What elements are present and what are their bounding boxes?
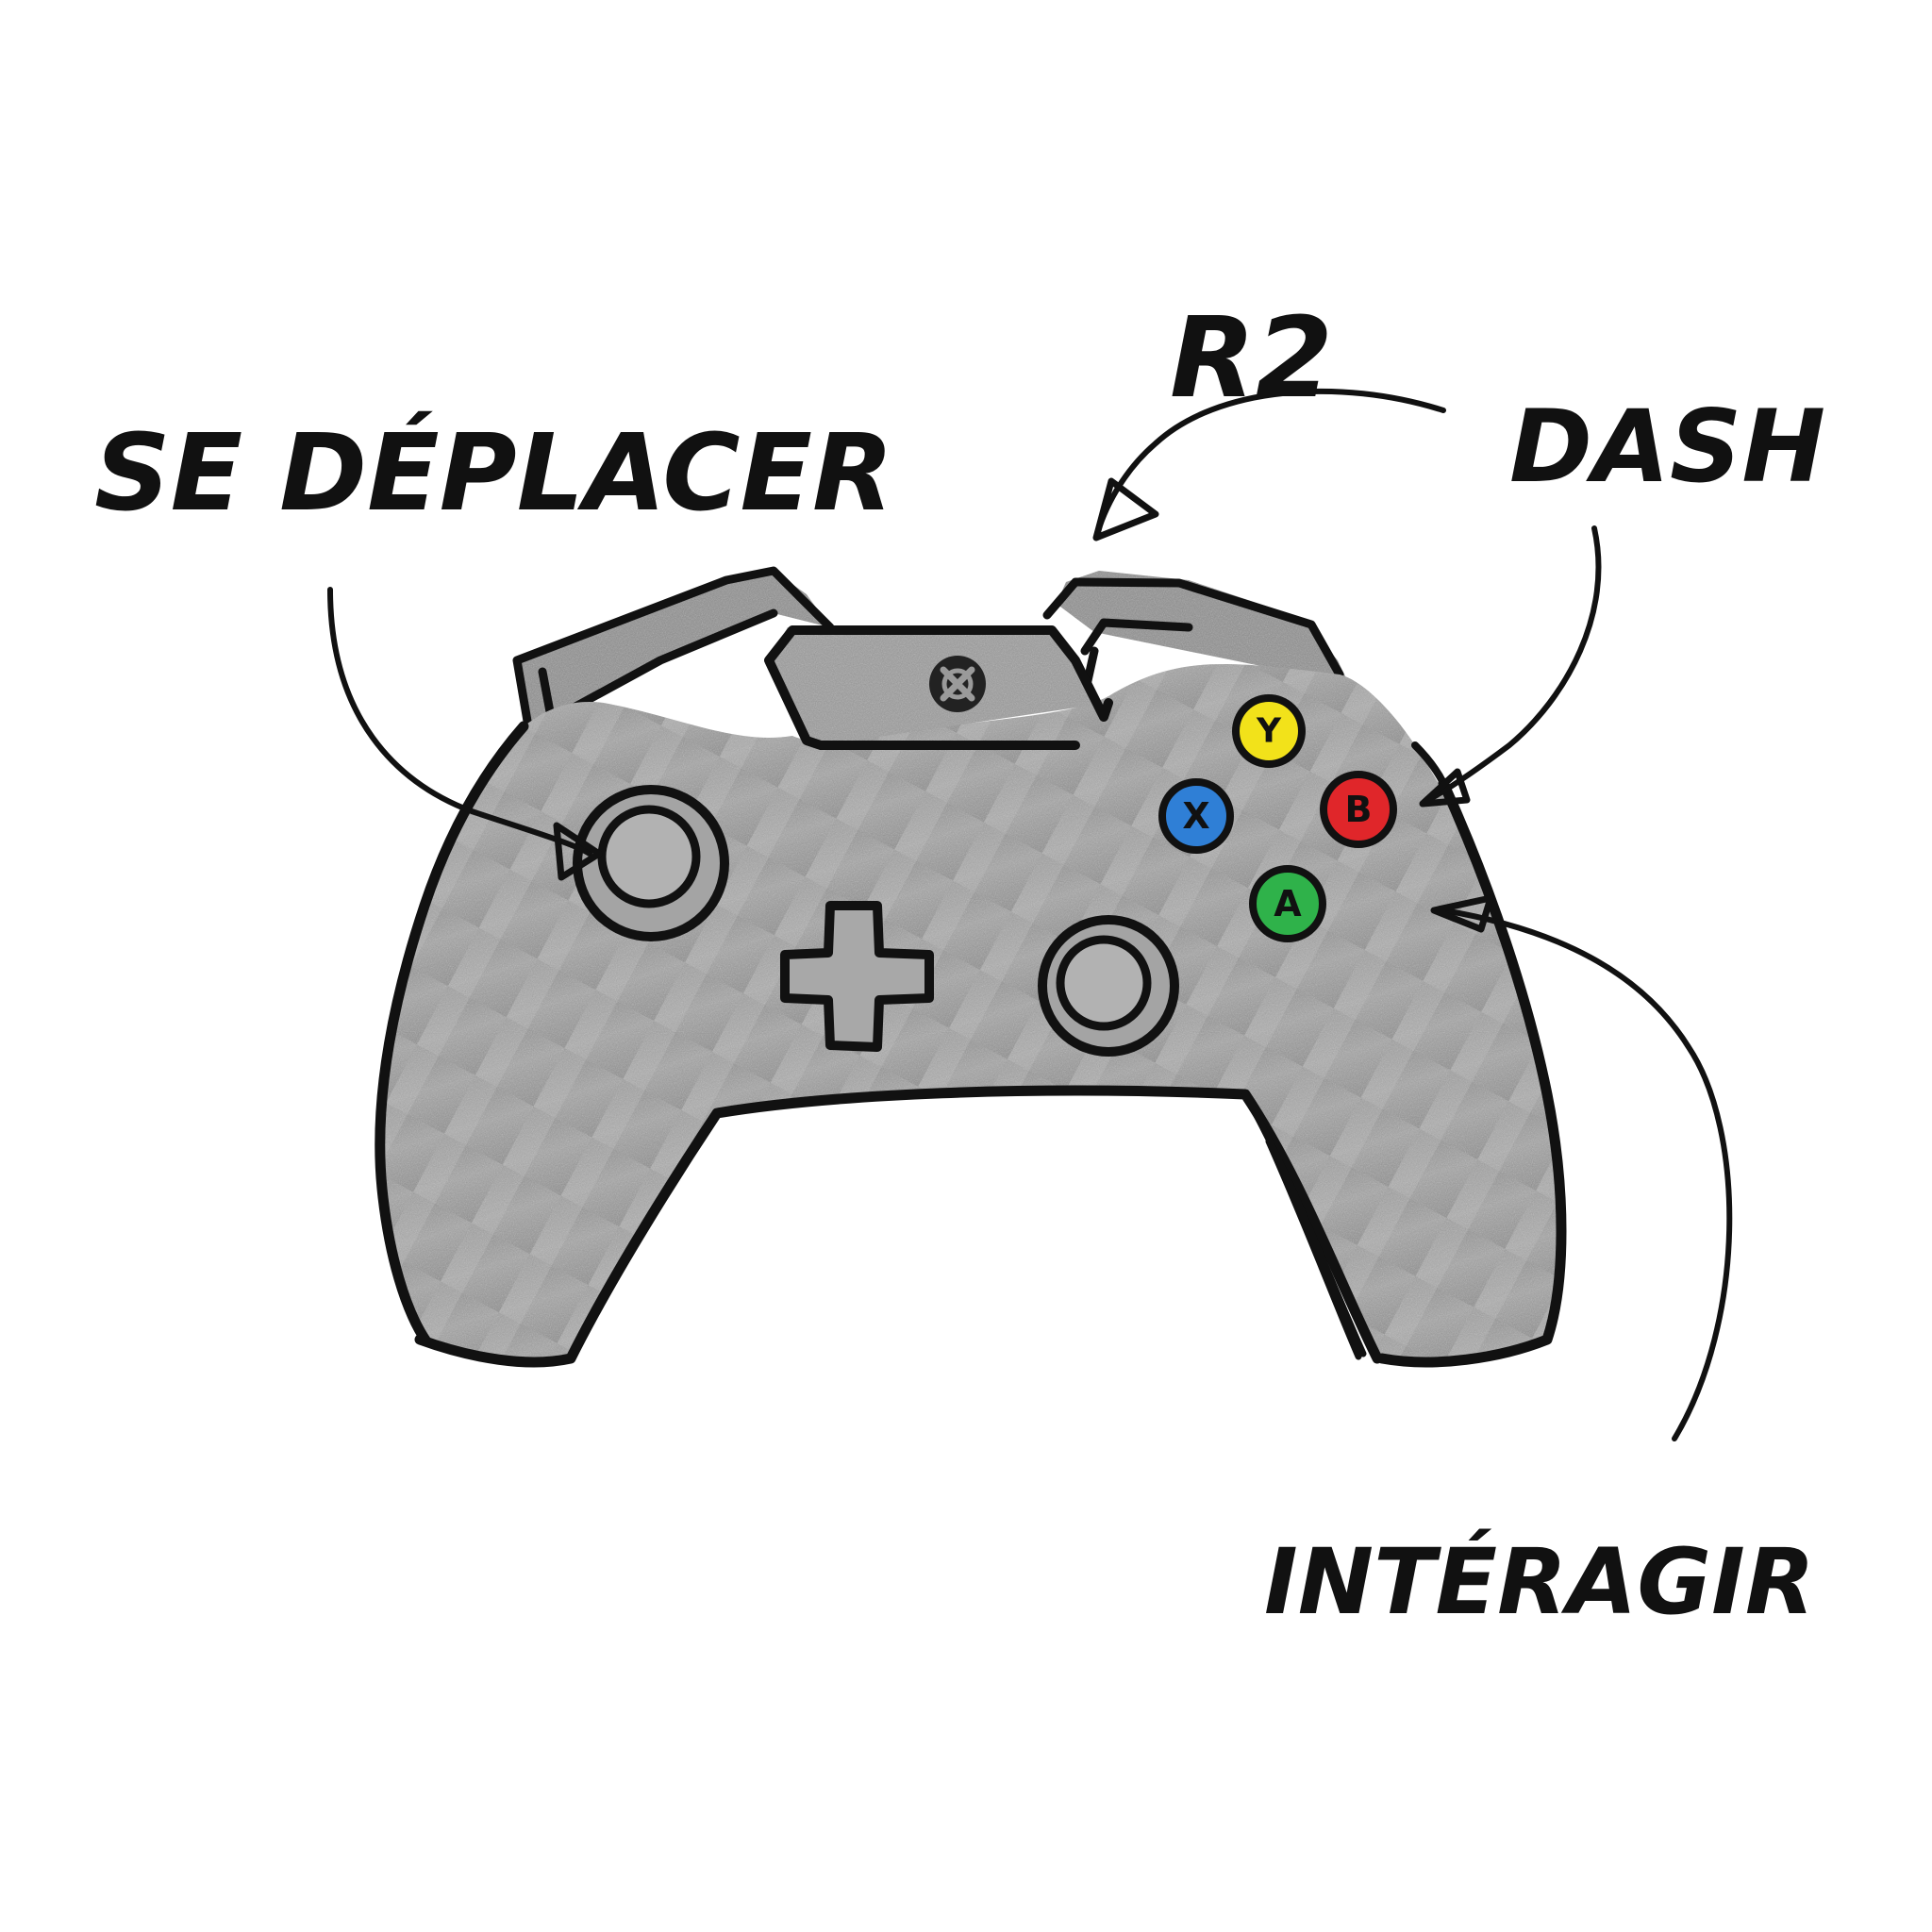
left-stick[interactable] [573,785,729,941]
left-bumper [512,566,835,731]
arrow-r2 [1092,388,1446,541]
button-b[interactable]: B [1320,771,1397,848]
label-move: SE DÉPLACER [94,410,893,535]
label-interact: INTÉRAGIR [1264,1528,1815,1635]
button-y[interactable]: Y [1232,694,1306,768]
arrow-dash [1419,525,1602,808]
xbox-guide-icon[interactable] [929,656,986,712]
button-y-label: Y [1256,712,1282,751]
label-dash: DASH [1509,389,1825,505]
dpad-icon[interactable] [780,901,934,1052]
button-a-label: A [1274,883,1302,924]
button-b-label: B [1345,789,1373,830]
controller-body [375,663,1567,1368]
button-x[interactable]: X [1158,778,1234,854]
label-r2: R2 [1170,292,1333,423]
button-a[interactable]: A [1249,865,1326,942]
button-x-label: X [1182,795,1209,837]
arrow-move [327,587,603,881]
arrow-interact [1430,894,1733,1441]
right-stick[interactable] [1038,915,1179,1057]
